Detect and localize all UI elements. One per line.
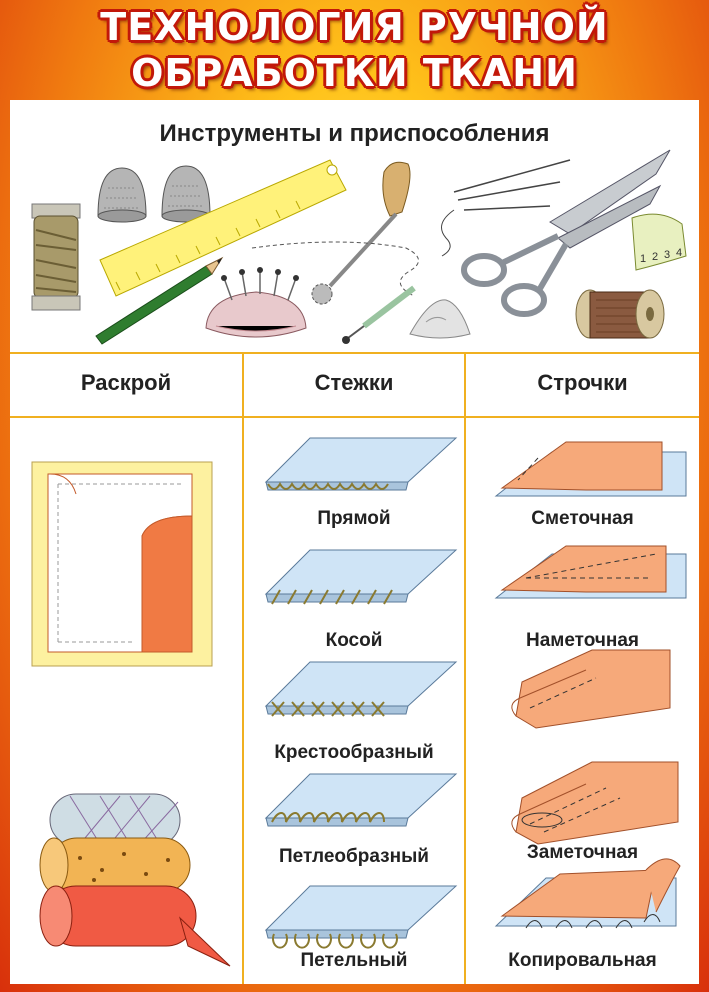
- thread-spool-icon: [31, 203, 81, 311]
- thimble-icon: [97, 167, 147, 223]
- cutting-illustration: [31, 461, 231, 967]
- pattern-layout-icon: [31, 461, 213, 667]
- title-line-1: ТЕХНОЛОГИЯ РУЧНОЙ: [100, 5, 609, 49]
- divider-tools: [10, 352, 699, 354]
- chalk-icon: [409, 299, 471, 339]
- seam-sample: [494, 858, 681, 929]
- ruler-icon: [99, 159, 347, 297]
- tape-mark: 2: [652, 251, 658, 263]
- column-title-stitches: Стежки: [314, 370, 394, 395]
- seam-label: Заметочная: [526, 842, 639, 863]
- stitch-label: Косой: [325, 630, 383, 651]
- tape-mark: 3: [664, 249, 670, 261]
- stitch-label: Петлеобразный: [279, 846, 429, 867]
- content-panel: Инструменты и приспособления: [10, 100, 699, 984]
- tools-illustration: 1 2 3 4: [31, 149, 687, 345]
- tape-measure-icon: 1 2 3 4: [631, 213, 687, 271]
- seam-label: Копировальная: [508, 950, 657, 971]
- seam-sample: [511, 761, 679, 845]
- fabric-sample: [264, 885, 458, 949]
- title-line-2: ОБРАБОТКИ ТКАНИ: [131, 51, 578, 95]
- fabric-sample: [264, 549, 458, 605]
- column-title-cutting: Раскрой: [80, 370, 172, 395]
- awl-icon: [342, 285, 416, 344]
- scissors-icon: [461, 149, 671, 317]
- divider-col-2: [464, 352, 466, 984]
- stitches-illustration: [264, 437, 458, 949]
- seam-sample: [511, 649, 671, 729]
- seam-sample: [494, 441, 687, 497]
- seams-illustration: [494, 441, 687, 929]
- trace-line: [251, 241, 419, 297]
- fabric-sample: [264, 661, 458, 717]
- pin-cushion-icon: [205, 267, 307, 338]
- seam-label: Наметочная: [525, 630, 639, 651]
- fabric-sample: [264, 773, 458, 827]
- divider-headers: [10, 416, 699, 418]
- tools-heading: Инструменты и приспособления: [159, 120, 550, 147]
- stitch-label: Крестообразный: [274, 742, 434, 763]
- tape-mark: 4: [676, 247, 682, 259]
- tracing-wheel-icon: [311, 161, 411, 305]
- seam-label: Сметочная: [531, 508, 634, 529]
- needles-icon: [441, 159, 571, 257]
- pencil-icon: [95, 256, 224, 345]
- thimble-icon: [161, 165, 211, 223]
- stitch-label: Прямой: [317, 508, 391, 529]
- fabric-rolls-icon: [39, 793, 231, 967]
- tape-mark: 1: [640, 253, 646, 265]
- divider-col-1: [242, 352, 244, 984]
- poster-title: ТЕХНОЛОГИЯ РУЧНОЙ ОБРАБОТКИ ТКАНИ: [0, 4, 709, 96]
- column-title-seams: Строчки: [537, 370, 628, 395]
- stitch-label: Петельный: [300, 950, 408, 971]
- fabric-sample: [264, 437, 458, 491]
- small-spool-icon: [575, 289, 665, 339]
- seam-sample: [494, 545, 687, 599]
